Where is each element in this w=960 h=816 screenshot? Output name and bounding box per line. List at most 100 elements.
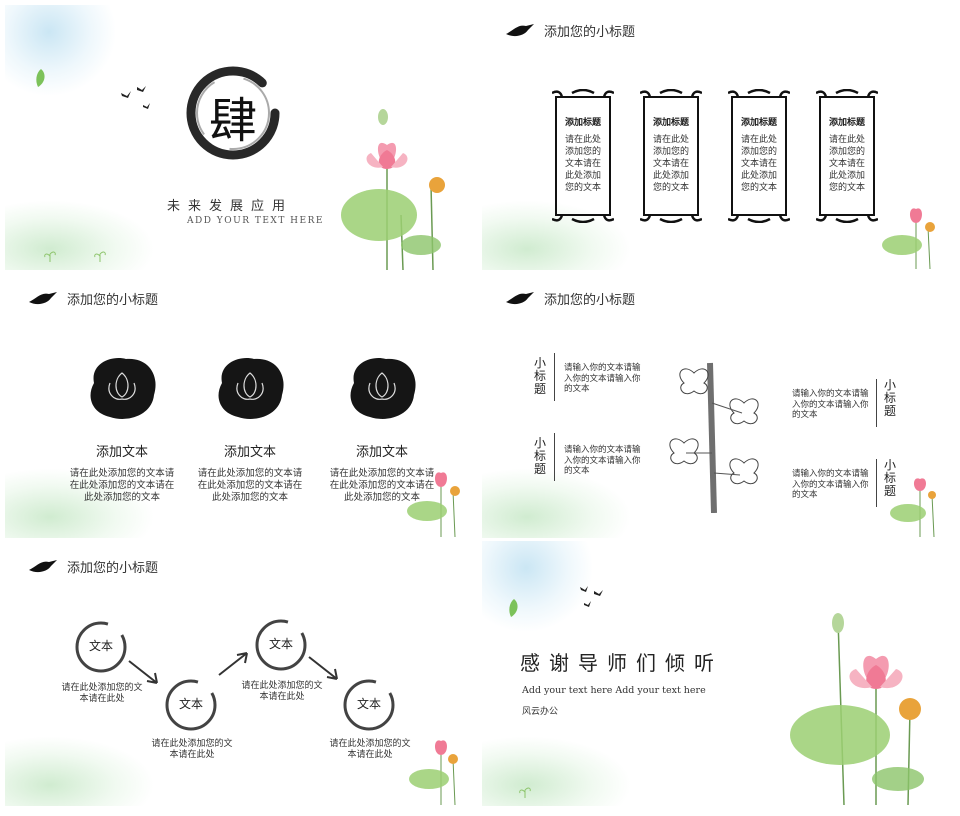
node-text: 请在此处添加您的文本请在此处: [61, 683, 143, 704]
node-text: 请在此处添加您的文本请在此处: [329, 739, 411, 760]
lotus-icon: [407, 472, 460, 537]
header-text: 添加您的小标题: [67, 293, 159, 308]
card-text: 请在此处添加您的文本请在此处添加您的文本请在此处添加您的文本: [329, 468, 435, 503]
divider: [876, 379, 877, 427]
bird-icon: [29, 559, 57, 572]
subtitle-label: 小标题: [883, 458, 896, 498]
card-title: 添加文本: [355, 445, 408, 460]
sprout-icon: [94, 251, 106, 262]
slide-ink-flowers[interactable]: 添加您的小标题 添加文本 请在此处添加您的文本请在此处添加您的文本请在此处添加您…: [5, 273, 475, 538]
ink-flower-card: 添加文本 请在此处添加您的文本请在此处添加您的文本请在此处添加您的文本: [57, 353, 187, 504]
paragraph-text: 请输入你的文本请输入你的文本请输入你的文本: [564, 445, 641, 476]
lotus-icon: [890, 478, 936, 537]
frame-title: 添加标题: [652, 118, 689, 128]
thanks-subtitle: Add your text here Add your text here: [522, 685, 706, 696]
ornate-border-icon: [727, 88, 791, 224]
ornate-frame: 添加标题 请在此处添加您的文本请在此处添加您的文本: [551, 88, 615, 224]
ink-ring-icon: [343, 679, 395, 731]
ink-ring-icon: [165, 679, 217, 731]
frame-title: 添加标题: [564, 118, 601, 128]
flow-node: 文本: [163, 677, 219, 733]
divider: [876, 459, 877, 507]
ornate-border-icon: [639, 88, 703, 224]
bird-icon: [29, 291, 57, 304]
leaf-icon: [36, 69, 45, 87]
ink-lotus-icon: [90, 358, 156, 419]
ornate-border-icon: [551, 88, 615, 224]
watercolor-green: [5, 468, 155, 538]
node-text: 请在此处添加您的文本请在此处: [241, 681, 323, 702]
ink-lotus-icon: [350, 358, 416, 419]
company-name: 风云办公: [522, 707, 559, 717]
slide-thanks[interactable]: 感谢导师们倾听 Add your text here Add your text…: [482, 541, 952, 806]
frame-text: 请在此处添加您的文本请在此处添加您的文本: [828, 135, 865, 193]
header-text: 添加您的小标题: [544, 25, 636, 40]
paragraph-text: 请输入你的文本请输入你的文本请输入你的文本: [792, 469, 869, 500]
lotus-icon: [790, 613, 924, 805]
slide-header: 添加您的小标题: [27, 557, 158, 576]
paragraph-text: 请输入你的文本请输入你的文本请输入你的文本: [564, 363, 641, 394]
flying-birds-icon: [580, 586, 603, 607]
cover-subtitle: ADD YOUR TEXT HERE: [187, 216, 324, 226]
subtitle-label: 小标题: [883, 378, 896, 418]
ink-lotus-drawing-icon: [669, 362, 759, 513]
ink-flower-card: 添加文本 请在此处添加您的文本请在此处添加您的文本请在此处添加您的文本: [185, 353, 315, 504]
watercolor-blue: [482, 541, 592, 631]
frame-text: 请在此处添加您的文本请在此处添加您的文本: [740, 135, 777, 193]
ink-ring-icon: [75, 621, 127, 673]
sprout-icon: [519, 787, 531, 798]
chapter-number: 肆: [208, 93, 257, 149]
subtitle-label: 小标题: [533, 356, 546, 396]
sprout-icon: [44, 251, 56, 262]
header-text: 添加您的小标题: [544, 293, 636, 308]
slide-header: 添加您的小标题: [504, 21, 635, 40]
arrow-down-right-icon: [128, 660, 158, 684]
bird-icon: [506, 291, 534, 304]
watercolor-green: [482, 468, 632, 538]
card-text: 请在此处添加您的文本请在此处添加您的文本请在此处添加您的文本: [69, 468, 175, 503]
slide-flow[interactable]: 添加您的小标题 文本 请在此处添加您的文本请在此处 文本 请在此处添加您的文本请…: [5, 541, 475, 806]
ornate-frame: 添加标题 请在此处添加您的文本请在此处添加您的文本: [727, 88, 791, 224]
flying-birds-icon: [121, 86, 150, 109]
frame-title: 添加标题: [828, 118, 865, 128]
bird-icon: [506, 23, 534, 36]
ink-lotus-icon: [218, 358, 284, 419]
ornate-frame: 添加标题 请在此处添加您的文本请在此处添加您的文本: [815, 88, 879, 224]
leaf-icon: [509, 599, 518, 617]
ornate-border-icon: [815, 88, 879, 224]
slide-cover[interactable]: 肆 未来发展应用 ADD YOUR TEXT HERE: [5, 5, 475, 270]
watercolor-green: [482, 736, 632, 806]
ink-circle-icon: [186, 66, 280, 160]
watercolor-green: [5, 736, 155, 806]
flow-node: 文本: [253, 617, 309, 673]
node-text: 请在此处添加您的文本请在此处: [151, 739, 233, 760]
slide-header: 添加您的小标题: [504, 289, 635, 308]
slide-frames[interactable]: 添加您的小标题 添加标题 请在此处添加您的文本请在此处添加您的文本 添加标题 请…: [482, 5, 952, 270]
lotus-icon: [882, 208, 935, 269]
lotus-icon: [341, 109, 445, 270]
thanks-title: 感谢导师们倾听: [520, 651, 723, 675]
card-title: 添加文本: [223, 445, 276, 460]
watercolor-green: [5, 200, 155, 270]
arrow-down-right-icon: [308, 656, 338, 680]
flow-node: 文本: [341, 677, 397, 733]
divider: [554, 353, 555, 401]
card-text: 请在此处添加您的文本请在此处添加您的文本请在此处添加您的文本: [197, 468, 303, 503]
arrow-up-right-icon: [218, 652, 248, 676]
ink-flower-card: 添加文本 请在此处添加您的文本请在此处添加您的文本请在此处添加您的文本: [317, 353, 447, 504]
lotus-icon: [409, 740, 458, 805]
frame-text: 请在此处添加您的文本请在此处添加您的文本: [564, 135, 601, 193]
slide-header: 添加您的小标题: [27, 289, 158, 308]
flow-node: 文本: [73, 619, 129, 675]
subtitle-label: 小标题: [533, 436, 546, 476]
ink-ring-icon: [255, 619, 307, 671]
frame-title: 添加标题: [740, 118, 777, 128]
paragraph-text: 请输入你的文本请输入你的文本请输入你的文本: [792, 389, 869, 420]
ornate-frame: 添加标题 请在此处添加您的文本请在此处添加您的文本: [639, 88, 703, 224]
card-title: 添加文本: [95, 445, 148, 460]
slide-subtitles[interactable]: 添加您的小标题 小标题 请输入你的文本请输入你的文本请输入你的文本 小标题 请输…: [482, 273, 952, 538]
header-text: 添加您的小标题: [67, 561, 159, 576]
cover-title: 未来发展应用: [167, 199, 294, 214]
divider: [554, 433, 555, 481]
